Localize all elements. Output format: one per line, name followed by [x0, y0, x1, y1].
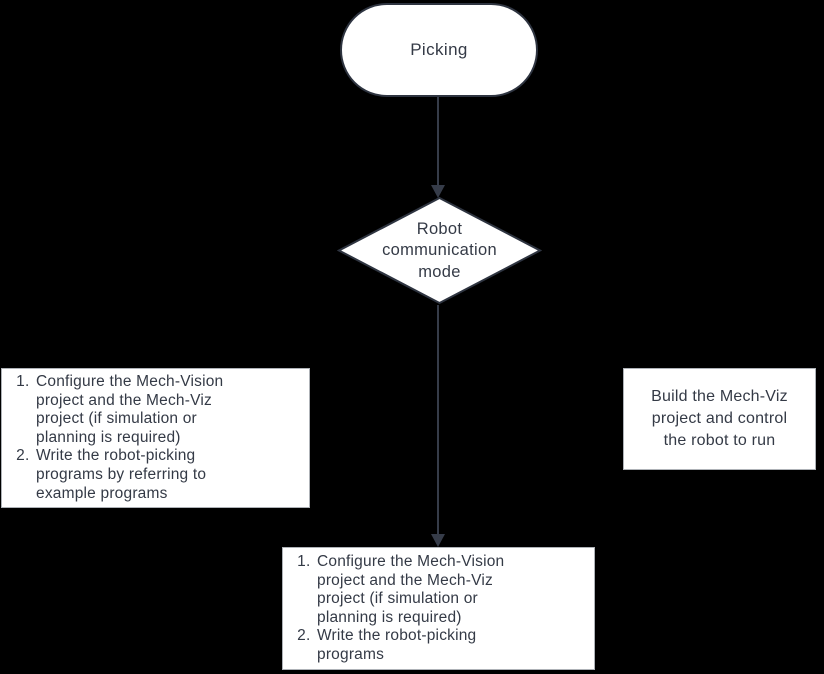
right-action-label: Build the Mech-Viz project and control t… — [651, 388, 788, 449]
start-node-label: Picking — [410, 40, 468, 59]
bottom-steps-box: Configure the Mech-Vision project and th… — [282, 547, 595, 670]
connector-start-to-decision — [437, 97, 439, 187]
right-action-box: Build the Mech-Viz project and control t… — [623, 368, 816, 470]
arrow-down-icon — [431, 185, 445, 198]
connector-decision-to-bottom — [437, 305, 439, 535]
steps-list: Configure the Mech-Vision project and th… — [10, 373, 307, 503]
start-node: Picking — [340, 3, 538, 97]
decision-node: Robot communication mode — [337, 196, 542, 305]
left-steps-box: Configure the Mech-Vision project and th… — [1, 368, 310, 508]
decision-node-label: Robot communication mode — [382, 219, 497, 281]
diamond-shape — [337, 196, 542, 305]
list-item: Configure the Mech-Vision project and th… — [315, 553, 533, 627]
arrow-down-icon — [431, 534, 445, 547]
list-item: Write the robot-picking programs — [315, 627, 533, 664]
list-item: Configure the Mech-Vision project and th… — [34, 373, 252, 447]
list-item: Write the robot-picking programs by refe… — [34, 447, 252, 503]
steps-list: Configure the Mech-Vision project and th… — [291, 553, 592, 665]
